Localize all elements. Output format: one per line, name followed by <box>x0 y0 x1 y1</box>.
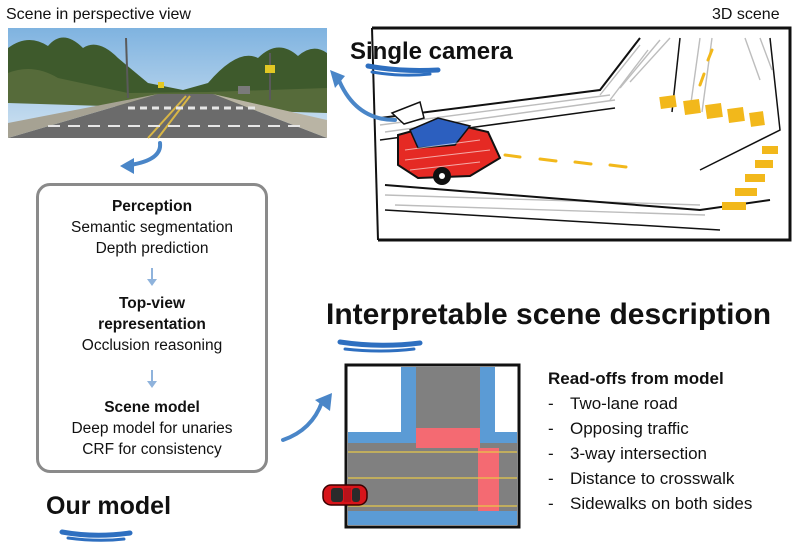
crosswalk-top <box>416 428 480 448</box>
readoff-item: Opposing traffic <box>548 416 752 441</box>
topview-stage: Top-view representation Occlusion reason… <box>39 293 265 356</box>
interpretable-title: Interpretable scene description <box>326 298 772 331</box>
perception-heading: Perception <box>111 198 193 215</box>
scene-model-heading: Scene model <box>104 399 200 416</box>
pipeline-box: Perception Semantic segmentation Depth p… <box>36 183 268 473</box>
readoff-item: Sidewalks on both sides <box>548 491 752 516</box>
topview-heading-1: Top-view <box>118 295 186 312</box>
car-icon <box>322 484 368 506</box>
our-model-label: Our model <box>46 492 172 520</box>
topview-heading-2: representation <box>98 316 206 333</box>
scene-3d-caption: 3D scene <box>712 6 780 23</box>
pipeline-arrows <box>147 268 157 388</box>
readoff-item: Two-lane road <box>548 391 752 416</box>
perception-line-2: Depth prediction <box>95 240 209 257</box>
scene-model-stage: Scene model Deep model for unaries CRF f… <box>39 397 265 460</box>
scene-model-line-2: CRF for consistency <box>82 441 222 458</box>
readoffs-panel: Read-offs from model Two-lane road Oppos… <box>548 366 752 516</box>
single-camera-title: Single camera <box>350 38 513 65</box>
perception-line-1: Semantic segmentation <box>71 219 233 236</box>
readoff-item: Distance to crosswalk <box>548 466 752 491</box>
perspective-caption: Scene in perspective view <box>6 6 191 23</box>
readoff-item: 3-way intersection <box>548 441 752 466</box>
crosswalk-right <box>478 448 499 511</box>
readoffs-heading: Read-offs from model <box>548 369 724 388</box>
perception-stage: Perception Semantic segmentation Depth p… <box>39 196 265 259</box>
scene-model-line-1: Deep model for unaries <box>71 420 233 437</box>
topview-line-1: Occlusion reasoning <box>81 337 223 354</box>
